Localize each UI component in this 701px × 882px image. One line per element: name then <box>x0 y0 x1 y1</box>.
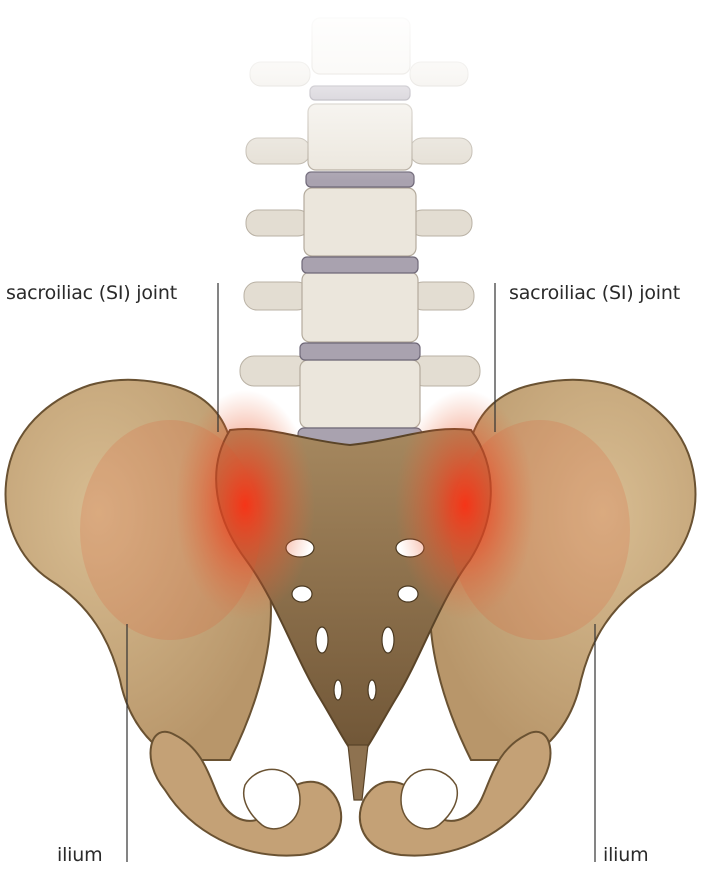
si-joint-left-label: sacroiliac (SI) joint <box>6 284 177 303</box>
spine-fade <box>230 0 490 330</box>
si-joint-right-label: sacroiliac (SI) joint <box>509 284 680 303</box>
ilium-left-label: ilium <box>57 846 102 865</box>
ilium-right-label: ilium <box>603 846 648 865</box>
lumbar-spine <box>230 0 490 446</box>
